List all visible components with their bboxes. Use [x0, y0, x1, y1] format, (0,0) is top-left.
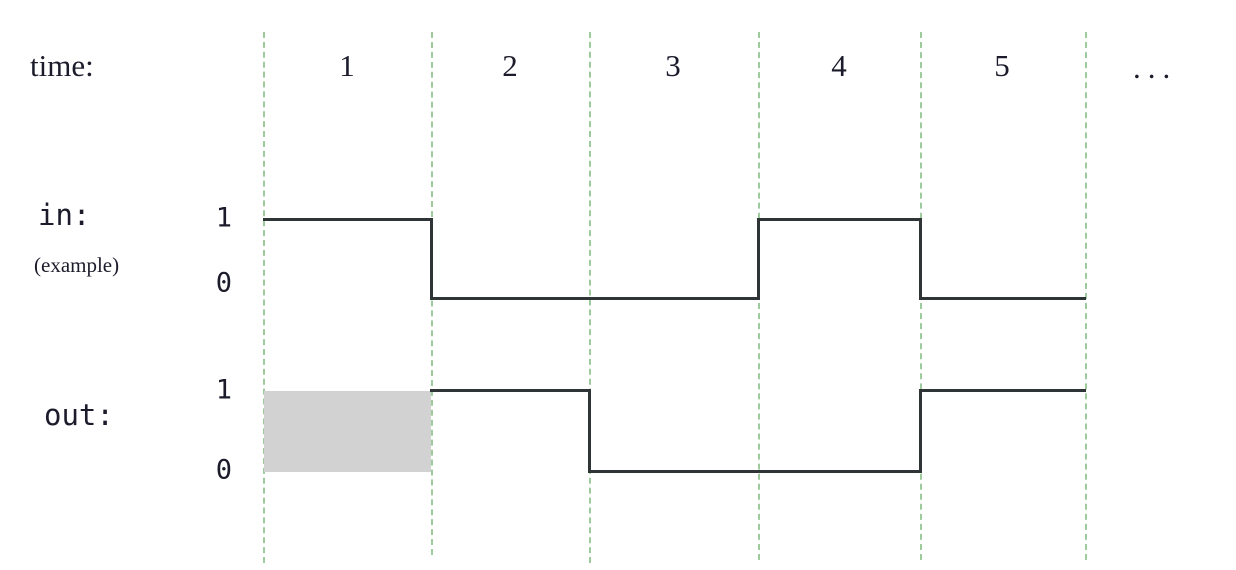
time-continuation-ellipsis: ... [1133, 50, 1178, 85]
in-segment-low-t2-t3 [430, 297, 760, 300]
out-low-value-label: 0 [215, 454, 232, 486]
out-segment-low-t3-t4 [588, 470, 921, 473]
gridline-t5 [1085, 32, 1087, 560]
signal-label-out: out: [44, 398, 114, 432]
time-step-3: 3 [665, 48, 681, 83]
in-rising-edge-t3-t4 [757, 218, 760, 300]
in-segment-high-t4 [757, 218, 922, 221]
in-falling-edge-t4-t5 [919, 218, 922, 300]
signal-label-in: in: [38, 198, 91, 232]
time-axis-label: time: [30, 48, 94, 83]
in-segment-low-t5 [919, 297, 1086, 300]
gridline-t0 [263, 32, 265, 563]
out-rising-edge-t4-t5 [919, 389, 922, 473]
out-high-value-label: 1 [215, 374, 232, 406]
in-segment-high-t1 [263, 218, 433, 221]
out-segment-high-t2 [430, 389, 590, 392]
signal-sublabel-in: (example) [34, 253, 120, 277]
out-falling-edge-t2-t3 [588, 389, 591, 473]
in-high-value-label: 1 [215, 202, 232, 234]
out-unknown-region-t1 [264, 391, 431, 472]
out-segment-high-t5 [919, 389, 1086, 392]
time-step-4: 4 [831, 48, 847, 83]
time-step-2: 2 [502, 48, 518, 83]
time-step-1: 1 [339, 48, 355, 83]
in-low-value-label: 0 [215, 267, 232, 299]
time-step-5: 5 [994, 48, 1010, 83]
in-falling-edge-t1-t2 [430, 218, 433, 300]
